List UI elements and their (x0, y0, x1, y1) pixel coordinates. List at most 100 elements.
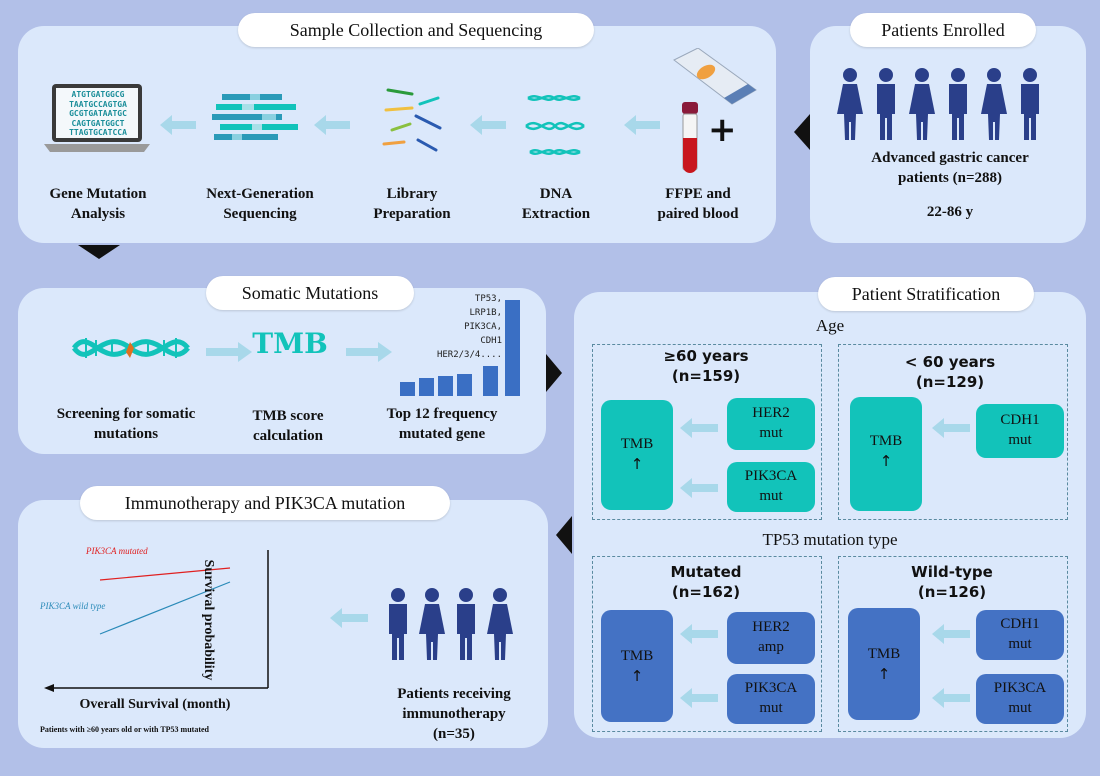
status-label: mut (1008, 432, 1032, 448)
plus-sign: + (708, 110, 737, 150)
series-label-mutated: PIK3CA mutated (86, 546, 148, 556)
up-arrow-icon: ↑ (877, 665, 891, 683)
laptop-analysis-icon (44, 84, 150, 152)
person-female-icon (909, 68, 935, 140)
age-lt60-group (838, 344, 1068, 520)
immuno-people-icons (389, 588, 513, 660)
person-male-icon (1021, 68, 1039, 140)
step-label-line: calculation (253, 428, 323, 444)
status-label: amp (758, 639, 784, 655)
patient-stratification-title: Patient Stratification (818, 277, 1034, 311)
age-lt60-header: < 60 years (n=129) (870, 352, 1030, 392)
person-male-icon (877, 68, 895, 140)
tmb-text: TMB (620, 648, 654, 664)
blood-tube-icon (682, 102, 698, 173)
gene-label: HER2 (752, 405, 790, 421)
sequence-line: TTAGTGCATCCA (69, 128, 127, 137)
pik3ca-wildtype-line (99, 581, 231, 635)
step-label-line: Screening for somatic (56, 406, 196, 422)
pik3ca-mut-box: PIK3CA mut (727, 674, 815, 724)
up-arrow-icon: ↑ (630, 455, 644, 473)
tp53-wildtype-header: Wild-type (n=126) (872, 562, 1032, 602)
tp53-section-label: TP53 mutation type (762, 530, 898, 549)
step-screening-label: Screening for somatic mutations (34, 404, 218, 444)
group-header-line: (n=162) (671, 583, 741, 601)
patients-label-line: Patients receiving (397, 686, 511, 702)
step-ffpe-blood-label: FFPE and paired blood (628, 184, 768, 224)
status-label: mut (1008, 636, 1032, 652)
step-tmb-calc-label: TMB score calculation (230, 406, 346, 446)
step-label-line: Extraction (521, 206, 591, 222)
dna-extraction-icon (525, 95, 585, 155)
enrolled-description: Advanced gastric cancer patients (n=288) (840, 148, 1060, 188)
group-header-line: (n=129) (915, 373, 985, 391)
gene-name: PIK3CA, (464, 322, 502, 332)
series-label-wildtype: PIK3CA wild type (40, 601, 106, 611)
status-label: mut (759, 425, 783, 441)
status-label: mut (759, 700, 783, 716)
survival-x-label: Overall Survival (month) (79, 697, 231, 712)
step-label-line: mutated gene (398, 426, 486, 442)
collection-to-somatic-arrow (78, 245, 120, 259)
her2-amp-box: HER2 amp (727, 612, 815, 664)
strat-to-immuno-arrow (556, 516, 572, 554)
tmb-text: TMB (867, 646, 901, 662)
gene-name: HER2/3/4.... (436, 350, 502, 360)
step-label-line: Preparation (373, 206, 451, 222)
step-label-line: mutations (93, 426, 159, 442)
sequence-line: GCGTGATAATGC (69, 109, 127, 118)
step-label-line: FFPE and (665, 186, 731, 202)
group-header-line: Wild-type (911, 563, 993, 581)
gene-frequency-bars (400, 300, 520, 396)
up-arrow-icon: ↑ (879, 452, 893, 470)
cdh1-mut-box: CDH1 mut (976, 404, 1064, 458)
pik3ca-mut-box: PIK3CA mut (976, 674, 1064, 724)
survival-y-label: Survival probability (201, 559, 216, 681)
gene-name: CDH1 (480, 336, 502, 346)
person-male-icon (457, 588, 475, 660)
step-gene-mutation-label: Gene Mutation Analysis (34, 184, 162, 224)
step-label-line: Analysis (70, 206, 126, 222)
step-library-preparation-label: Library Preparation (356, 184, 468, 224)
step-ngs-label: Next-Generation Sequencing (186, 184, 334, 224)
step-label-line: DNA (539, 186, 573, 202)
enrolled-desc-line1: Advanced gastric cancer (871, 150, 1029, 166)
gene-label: PIK3CA (744, 468, 798, 484)
pik3ca-mutated-line (99, 567, 231, 581)
up-arrow-icon: ↑ (630, 667, 644, 685)
enrolled-people-icons (837, 68, 1039, 140)
person-male-icon (389, 588, 407, 660)
ffpe-slide-icon (673, 48, 757, 105)
enrolled-age-range: 22-86 y (926, 204, 974, 220)
somatic-mutations-title: Somatic Mutations (206, 276, 414, 310)
status-label: mut (1008, 700, 1032, 716)
laptop-screen-text: ATGTGATGGCG TAATGCCAGTGA GCGTGATAATGC CA… (58, 90, 138, 138)
tp53-mutated-header: Mutated (n=162) (626, 562, 786, 602)
patients-enrolled-panel (810, 26, 1086, 243)
group-header-line: ≥60 years (663, 347, 749, 365)
status-label: mut (759, 488, 783, 504)
survival-plot (44, 550, 269, 692)
tp53-mutated-group (592, 556, 822, 732)
cdh1-mut-box: CDH1 mut (976, 610, 1064, 660)
tp53-wildtype-group (838, 556, 1068, 732)
her2-mut-box: HER2 mut (727, 398, 815, 450)
tmb-high-box: TMB ↑ (848, 608, 920, 720)
tmb-text: TMB (620, 436, 654, 452)
sequence-line: TAATGCCAGTGA (69, 99, 127, 109)
ngs-reads-icon (212, 94, 298, 140)
top-gene-list: TP53, LRP1B, PIK3CA, CDH1 HER2/3/4.... (420, 292, 502, 362)
somatic-flow-arrows (206, 342, 392, 362)
group-header-line: (n=126) (917, 583, 987, 601)
person-female-icon (837, 68, 863, 140)
x-axis-arrowhead (44, 684, 54, 692)
tmb-high-box: TMB ↑ (601, 400, 673, 510)
group-header-line: < 60 years (904, 353, 996, 371)
enrolled-desc-line2: patients (n=288) (898, 170, 1002, 186)
pik3ca-mut-box: PIK3CA mut (727, 462, 815, 512)
group-header-line: Mutated (670, 563, 742, 581)
step-label-line: Next-Generation (206, 186, 314, 202)
step-dna-extraction-label: DNA Extraction (500, 184, 612, 224)
somatic-to-strat-arrow (546, 354, 562, 392)
